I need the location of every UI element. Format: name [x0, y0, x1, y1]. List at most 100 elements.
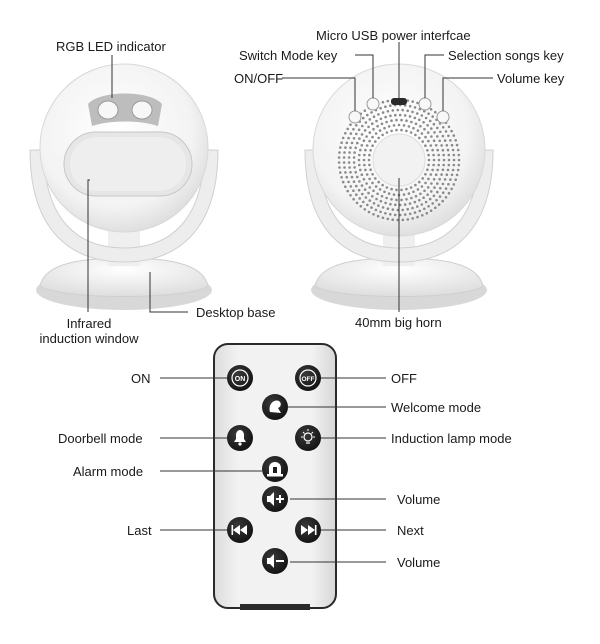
grille-hole [342, 156, 346, 159]
grille-hole [396, 108, 400, 112]
grille-hole [376, 214, 380, 218]
grille-hole [421, 214, 424, 217]
grille-hole [394, 203, 397, 207]
grille-hole [442, 158, 446, 162]
grille-hole [405, 187, 408, 191]
grille-hole [371, 144, 374, 147]
grille-hole [337, 161, 341, 164]
grille-hole [403, 203, 407, 206]
grille-hole [456, 148, 460, 152]
label-volume-down: Volume [397, 555, 441, 570]
label-horn: 40mm big horn [355, 315, 442, 330]
volume-key[interactable] [436, 110, 450, 124]
grille-hole [368, 199, 372, 202]
grille-hole [423, 207, 426, 211]
grille-hole [375, 197, 378, 201]
grille-hole [436, 168, 440, 172]
grille-hole [447, 182, 450, 186]
grille-hole [447, 163, 451, 167]
button-next[interactable] [295, 517, 321, 543]
led-left [97, 100, 119, 120]
grille-hole [381, 111, 385, 114]
grille-hole [440, 144, 443, 147]
grille-hole [338, 151, 341, 154]
grille-hole [360, 184, 364, 187]
grille-hole [377, 180, 381, 184]
grille-hole [380, 122, 384, 126]
grille-hole [398, 203, 402, 207]
button-doorbell[interactable] [227, 425, 253, 451]
grille-hole [420, 114, 424, 117]
switch-mode-key[interactable] [366, 97, 380, 111]
grille-hole [348, 166, 351, 169]
rewind-icon [233, 525, 247, 535]
button-volume-up[interactable] [262, 486, 288, 512]
grille-hole [362, 158, 366, 162]
grille-hole [393, 213, 397, 217]
grille-hole [384, 105, 387, 108]
button-last[interactable] [227, 517, 253, 543]
grille-hole [374, 177, 377, 180]
grille-hole [441, 148, 445, 152]
grille-hole [429, 173, 433, 176]
grille-hole [452, 183, 456, 186]
grille-hole [374, 140, 377, 143]
grille-hole [435, 198, 438, 202]
grille-hole [441, 134, 445, 138]
grille-hole [402, 193, 406, 196]
grille-hole [362, 200, 365, 204]
grille-hole [449, 139, 452, 142]
grille-hole [392, 124, 396, 127]
grille-hole [425, 211, 429, 215]
grille-hole [451, 168, 455, 172]
grille-hole [432, 139, 436, 142]
grille-hole [342, 161, 346, 164]
grille-hole [449, 178, 452, 181]
grille-hole [387, 192, 391, 195]
label-micro-usb: Micro USB power interfcae [316, 28, 471, 43]
button-alarm[interactable] [262, 456, 288, 482]
grille-hole [352, 161, 356, 164]
button-welcome[interactable] [262, 394, 288, 420]
grille-hole [381, 216, 385, 220]
grille-hole [420, 185, 424, 188]
grille-hole [362, 178, 366, 181]
grille-hole [372, 202, 376, 205]
selection-songs-key[interactable] [418, 97, 432, 111]
grille-hole [355, 184, 358, 188]
label-welcome-mode: Welcome mode [391, 400, 482, 415]
button-induction-lamp[interactable] [295, 425, 321, 451]
grille-hole [412, 126, 415, 130]
grille-hole [430, 127, 433, 130]
grille-hole [436, 182, 439, 185]
button-on[interactable]: ON [227, 365, 253, 391]
grille-hole [436, 148, 440, 152]
grille-hole [447, 125, 451, 129]
grille-hole [359, 204, 363, 208]
grille-hole [408, 104, 412, 108]
grille-hole [355, 201, 359, 205]
device-front [29, 63, 219, 310]
grille-hole [406, 109, 410, 113]
grille-hole [363, 208, 367, 211]
button-off[interactable]: OFF [295, 365, 321, 391]
grille-hole [379, 117, 383, 121]
front-desktop-base [39, 257, 209, 297]
grille-hole [384, 115, 387, 119]
grille-hole [369, 168, 372, 171]
speaker-minus-icon [267, 554, 274, 568]
grille-hole [441, 168, 445, 172]
grille-hole [365, 182, 368, 185]
grille-hole [457, 153, 461, 157]
grille-hole [456, 168, 460, 172]
grille-hole [432, 158, 436, 162]
on-off-key[interactable] [348, 110, 362, 124]
grille-hole [347, 156, 351, 159]
grille-hole [364, 196, 368, 199]
button-volume-down[interactable] [262, 548, 288, 574]
grille-hole [353, 166, 356, 169]
grille-hole [348, 151, 351, 154]
label-switch-mode: Switch Mode key [239, 48, 338, 63]
grille-hole [429, 209, 433, 212]
grille-hole [365, 135, 368, 138]
